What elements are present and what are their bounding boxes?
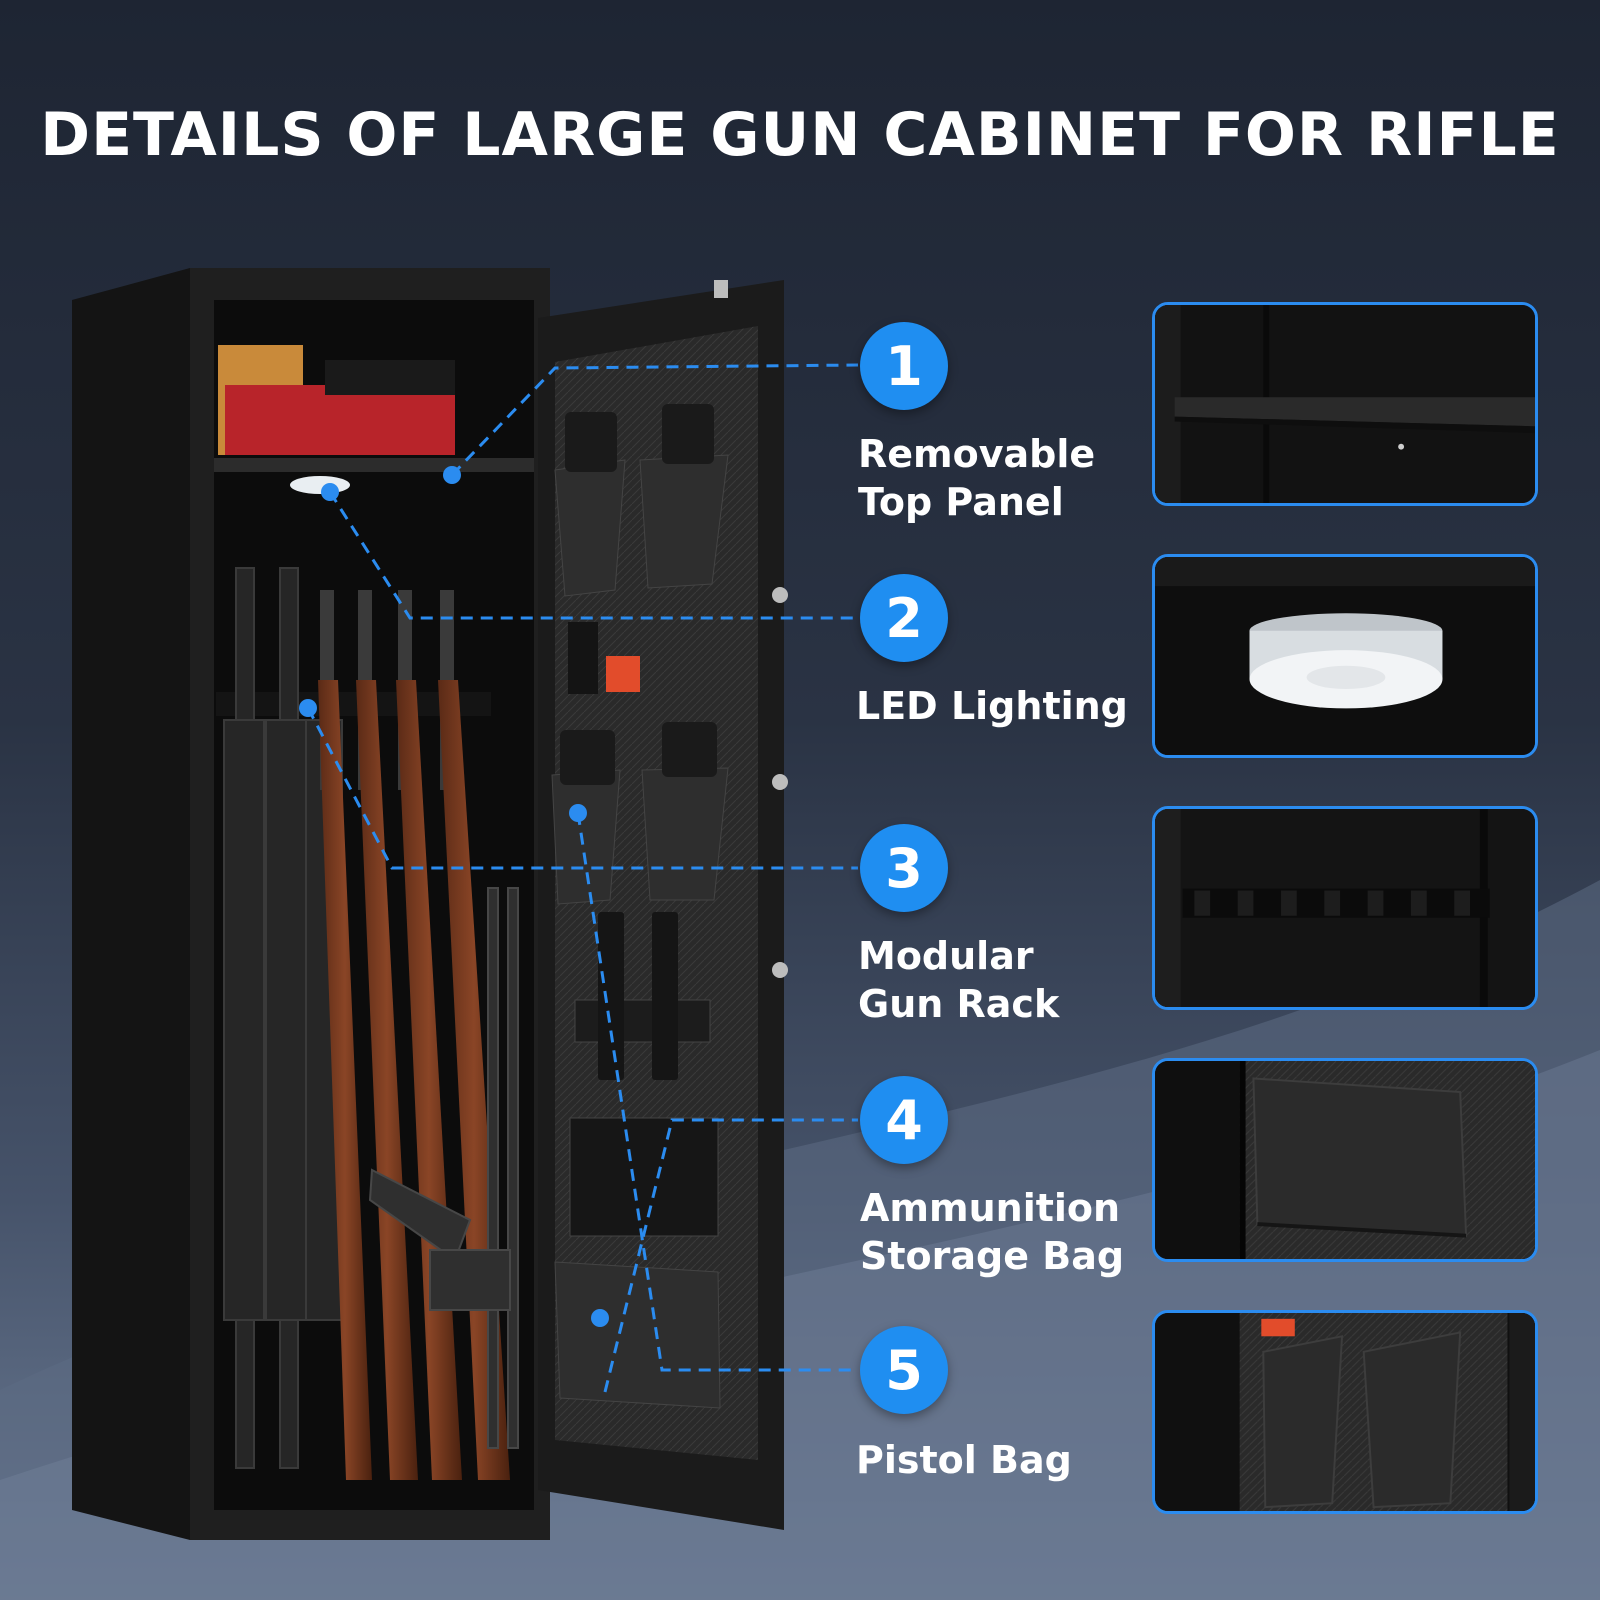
feature-label-5-line1: Pistol Bag bbox=[856, 1438, 1072, 1482]
thumb-led-lighting bbox=[1152, 554, 1538, 758]
thumb-modular-gun-rack bbox=[1152, 806, 1538, 1010]
feature-label-3-line2: Gun Rack bbox=[858, 982, 1060, 1026]
feature-badge-5: 5 bbox=[860, 1326, 948, 1414]
feature-label-4-line1: Ammunition bbox=[860, 1186, 1121, 1230]
thumb-ammunition-storage-bag bbox=[1152, 1058, 1538, 1262]
feature-label-3: Modular Gun Rack bbox=[858, 932, 1059, 1028]
feature-label-1-line2: Top Panel bbox=[858, 480, 1064, 524]
feature-label-1-line1: Removable bbox=[858, 432, 1096, 476]
feature-label-3-line1: Modular bbox=[858, 934, 1034, 978]
leader-dots bbox=[299, 466, 609, 1327]
feature-badge-4: 4 bbox=[860, 1076, 948, 1164]
feature-label-1: Removable Top Panel bbox=[858, 430, 1095, 526]
feature-badge-3: 3 bbox=[860, 824, 948, 912]
feature-label-4-line2: Storage Bag bbox=[860, 1234, 1125, 1278]
feature-label-4: Ammunition Storage Bag bbox=[860, 1184, 1124, 1280]
ar-rifles bbox=[368, 887, 519, 1449]
feature-badge-2: 2 bbox=[860, 574, 948, 662]
leader-lines bbox=[306, 363, 859, 1393]
cabinet-door bbox=[538, 280, 788, 1530]
feature-label-2: LED Lighting bbox=[856, 682, 1128, 730]
feature-label-5: Pistol Bag bbox=[856, 1436, 1072, 1484]
thumb-removable-top-panel bbox=[1152, 302, 1538, 506]
thumb-pistol-bag bbox=[1152, 1310, 1538, 1514]
feature-badge-1: 1 bbox=[860, 322, 948, 410]
feature-label-2-line1: LED Lighting bbox=[856, 684, 1128, 728]
page-title: DETAILS OF LARGE GUN CABINET FOR RIFLE bbox=[40, 100, 1560, 170]
